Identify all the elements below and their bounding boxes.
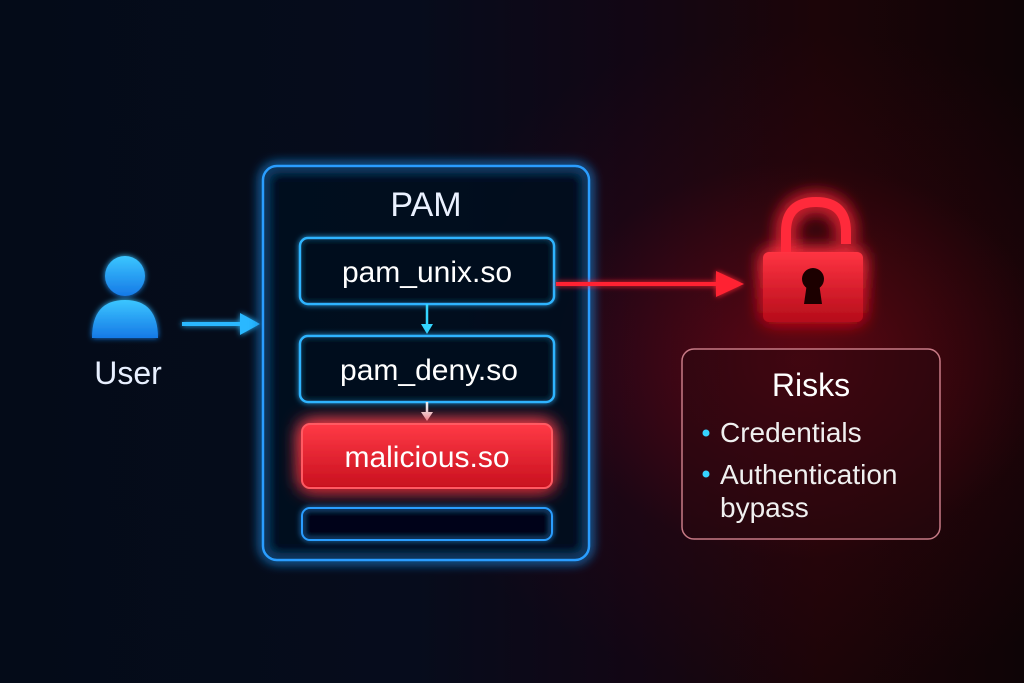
- user-to-pam-arrow: [182, 313, 260, 335]
- module-arrow-1: [421, 304, 433, 334]
- risk-bullet-1: [702, 429, 710, 437]
- module-label-pam-unix: pam_unix.so: [342, 256, 512, 289]
- pam-to-lock-arrow: [556, 271, 744, 297]
- user-icon: [92, 256, 158, 338]
- risk-bullet-2: [702, 470, 710, 478]
- pam-title: PAM: [390, 186, 461, 224]
- unlocked-padlock-icon: [763, 196, 863, 322]
- module-box-empty: [301, 507, 553, 541]
- risk-item-authentication: Authentication: [720, 459, 897, 490]
- risk-item-bypass: bypass: [720, 492, 809, 523]
- module-label-pam-deny: pam_deny.so: [340, 354, 518, 387]
- risks-title: Risks: [772, 367, 850, 403]
- risks-panel: [681, 348, 941, 540]
- user-label: User: [94, 355, 162, 391]
- module-box-malicious: [301, 423, 553, 489]
- risk-item-credentials: Credentials: [720, 417, 862, 448]
- module-label-malicious: malicious.so: [344, 441, 509, 474]
- module-arrow-2: [421, 402, 433, 421]
